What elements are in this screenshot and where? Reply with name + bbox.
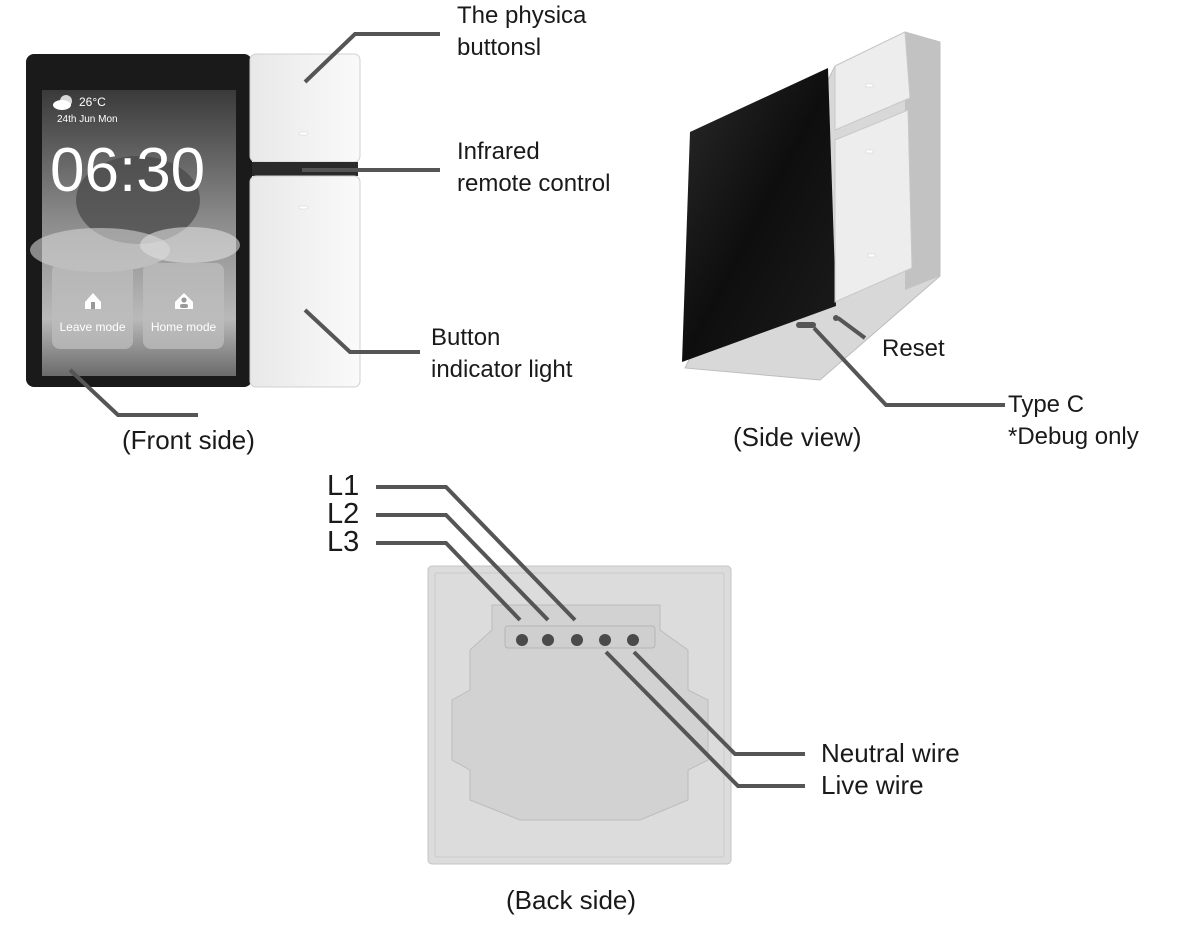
type-c-port [796,322,816,328]
front-leader-lines [68,32,440,417]
leader-l2 [376,513,550,622]
back-leader-lines [376,485,805,788]
live-wire-label: Live wire [821,770,924,800]
l3-label: L3 [327,526,360,558]
physical-buttons-label-line1: The physica [457,2,587,29]
side-view-caption: (Side view) [733,422,862,452]
back-mounting-housing [451,604,709,821]
leader-live [604,650,805,788]
home-mode-label: Home mode [150,320,217,334]
type-c-label: Type C *Debug only [1008,389,1139,453]
front-bottom-button-indicator [298,205,309,210]
front-device [26,53,361,388]
wallpaper-cloud [30,228,170,272]
back-device [427,565,732,865]
front-button-top[interactable] [249,53,361,163]
clock-readout: 06:30 [50,136,206,205]
side-view-indicator-top [865,83,874,88]
physical-buttons-label-line2: buttonsl [457,34,542,61]
reset-label: Reset [882,335,945,362]
type-c-label-line2: *Debug only [1008,423,1139,450]
wallpaper-cloud [140,227,240,263]
terminal-live [599,634,611,646]
infrared-label: Infrared remote control [457,136,610,200]
front-side-caption: (Front side) [122,425,255,455]
leave-mode-label: Leave mode [59,320,126,334]
date-readout: 24th Jun Mon [57,114,118,125]
terminal-neutral [627,634,639,646]
neutral-wire-label: Neutral wire [821,738,960,768]
front-top-button-indicator [298,131,309,136]
back-inner-border [434,572,725,858]
back-side-caption: (Back side) [506,885,637,915]
side-leader-lines [812,316,1005,407]
terminal-l1 [571,634,583,646]
terminal-l3 [516,634,528,646]
leader-type-c [812,326,1005,407]
leader-physical-buttons [303,32,440,84]
leader-l3 [376,541,522,622]
leader-indicator-light [303,308,420,354]
leader-neutral [632,650,805,756]
side-view-glass-panel [682,68,836,362]
leader-front-side [68,368,198,417]
side-view-indicator-lower [867,253,876,258]
infrared-label-line1: Infrared [457,138,540,165]
infrared-label-line2: remote control [457,170,611,197]
cloud-sun-icon [53,95,72,110]
l1-label: L1 [327,470,360,502]
side-view-button-top[interactable] [834,31,911,131]
l2-label: L2 [327,498,360,530]
terminal-l2 [542,634,554,646]
home-person-icon [175,293,193,309]
side-view-right-edge [905,32,940,290]
indicator-light-label-line1: Button [431,324,501,351]
physical-buttons-label: The physica buttonsl [457,0,586,64]
wallpaper-floating-island [76,156,200,244]
home-icon [85,293,101,309]
type-c-label-line1: Type C [1008,391,1085,418]
side-view-device [682,31,941,381]
wiring-terminal-block [504,625,656,649]
indicator-light-label: Button indicator light [431,322,572,386]
leader-reset [836,316,867,340]
side-view-button-bottom[interactable] [834,109,913,303]
indicator-light-label-line2: indicator light [431,356,573,383]
temperature-readout: 26°C [79,95,106,109]
leader-l1 [376,485,577,622]
side-view-indicator-bottom [865,149,874,154]
